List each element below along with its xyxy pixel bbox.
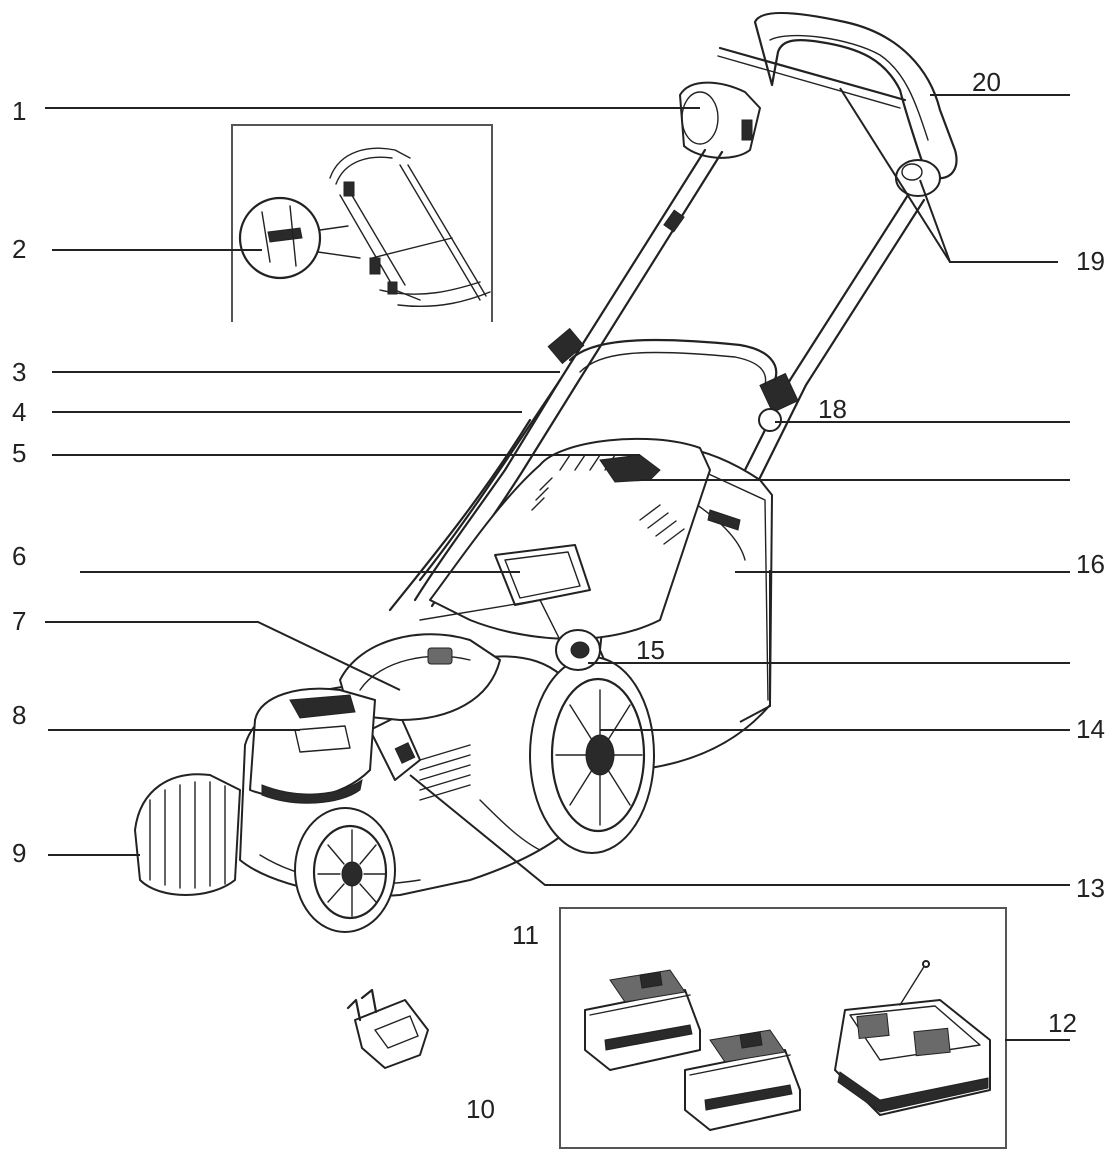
callout-7: 7 — [12, 606, 26, 636]
battery-1 — [584, 969, 701, 1071]
lower-handle-frame — [568, 338, 778, 382]
callout-20: 20 — [972, 67, 1001, 97]
left-handle-tube — [413, 148, 707, 602]
front-bumper — [134, 773, 241, 896]
rear-wheel — [529, 656, 655, 854]
safety-key — [346, 988, 429, 1069]
callout-3: 3 — [12, 357, 26, 387]
callout-15: 15 — [636, 635, 665, 665]
callout-8: 8 — [12, 700, 26, 730]
fill-indicator-window — [494, 544, 591, 606]
callout-10: 10 — [466, 1094, 495, 1124]
callout-4: 4 — [12, 397, 26, 427]
callout-5: 5 — [12, 438, 26, 468]
charger — [834, 960, 991, 1116]
lower-handle-knob-right — [759, 372, 799, 414]
battery-charger-inset — [559, 907, 1007, 1149]
lower-handle-knob-left — [547, 327, 585, 365]
callout-16: 16 — [1076, 549, 1105, 579]
callout-2: 2 — [12, 234, 26, 264]
leader-lines — [45, 87, 1070, 1041]
callout-6: 6 — [12, 541, 26, 571]
mower-illustration — [134, 11, 958, 933]
front-wheel — [294, 807, 396, 933]
callout-18: 18 — [818, 394, 847, 424]
callout-11: 11 — [512, 920, 539, 950]
handle-fold-inset — [231, 124, 493, 322]
callout-14: 14 — [1076, 714, 1105, 744]
callout-13: 13 — [1076, 873, 1105, 903]
zoom-circle — [238, 196, 322, 280]
battery-2 — [684, 1029, 801, 1131]
callout-19: 19 — [1076, 246, 1105, 276]
callout-12: 12 — [1048, 1008, 1077, 1038]
callout-9: 9 — [12, 838, 26, 868]
battery-cover — [339, 633, 501, 721]
switch-box — [679, 81, 761, 159]
callout-numbers: 1 2 3 4 5 6 7 8 9 10 11 12 13 14 15 16 1… — [12, 67, 1105, 1124]
callout-1: 1 — [12, 96, 26, 126]
safety-bail — [718, 46, 907, 102]
